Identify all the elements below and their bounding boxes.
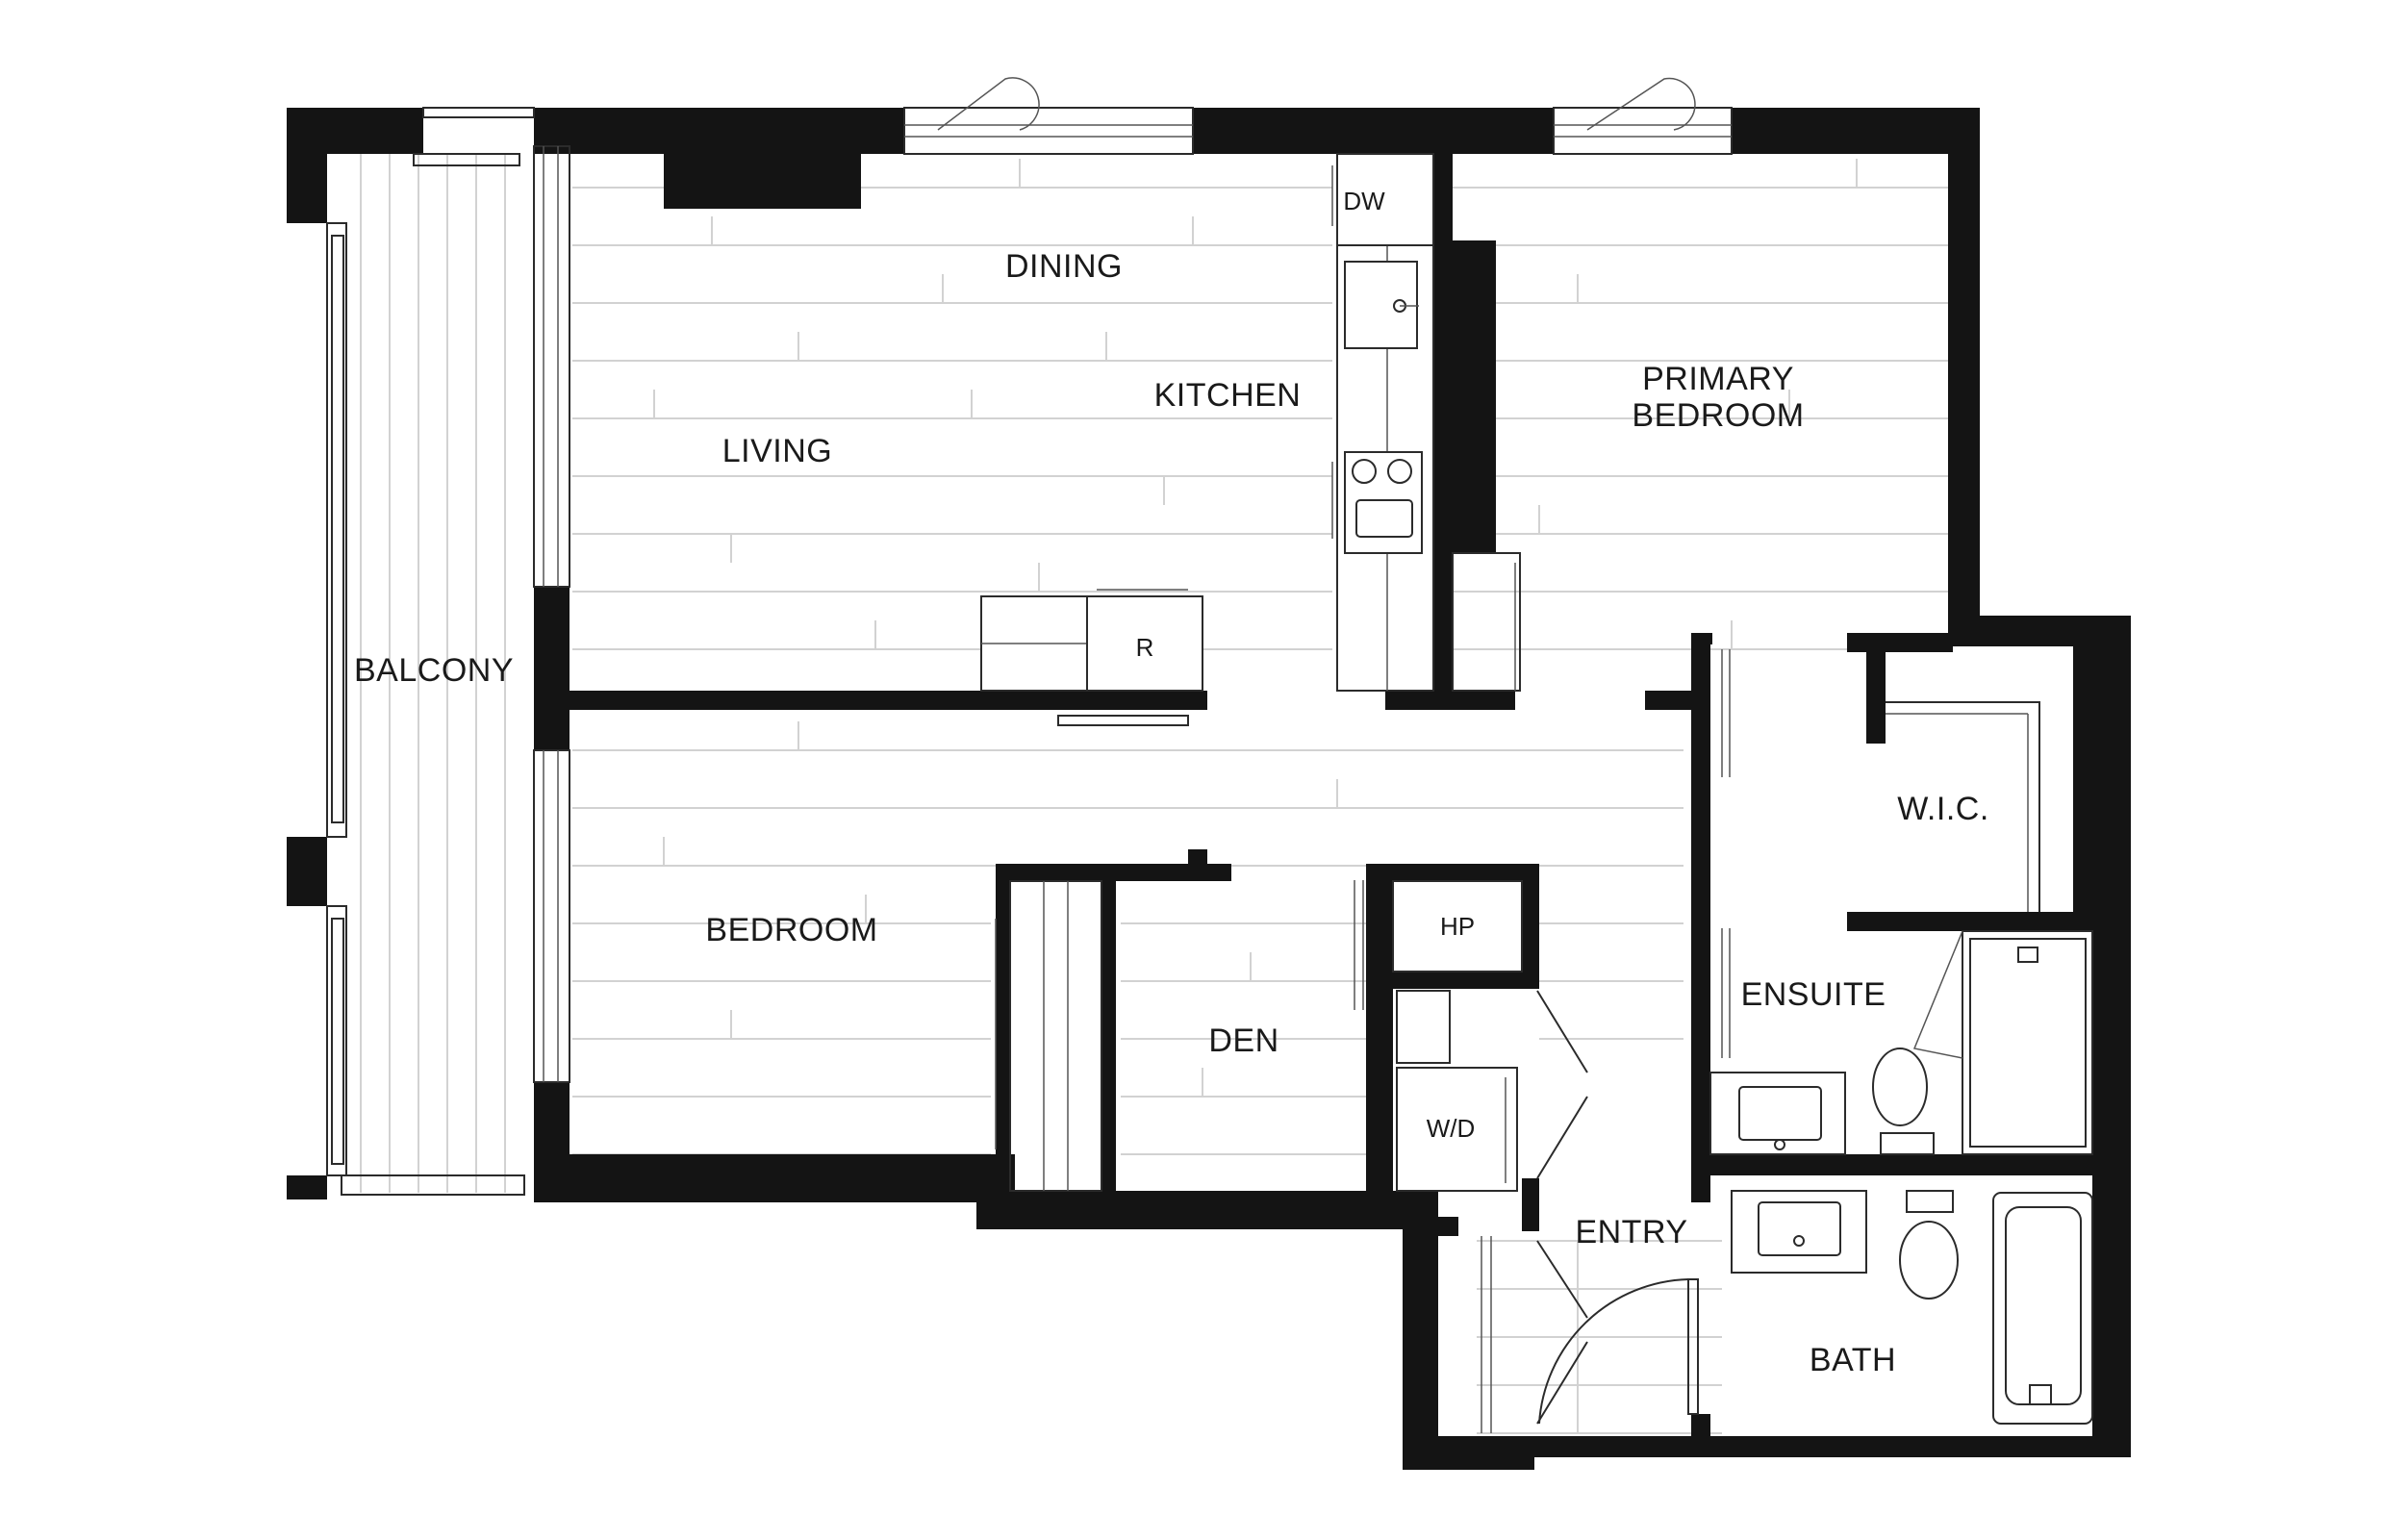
wall-right-lower [2092, 616, 2131, 1457]
balcony-rail [326, 153, 525, 1196]
wall-right-primary [1948, 108, 1980, 646]
wall-left-2 [287, 837, 327, 906]
wall-hp-top [1366, 864, 1539, 881]
wall-primary-left [1433, 154, 1453, 691]
wall-closet-right [1101, 881, 1116, 1191]
wall-wic-jamb [1866, 652, 1886, 744]
wall-hp-left [1366, 864, 1393, 1191]
floor-balcony [360, 154, 506, 1193]
wall-hp-bottom [1393, 972, 1539, 989]
refrigerator [1086, 595, 1203, 692]
window-dining [903, 107, 1194, 155]
label-kitchen: KITCHEN [1154, 377, 1302, 414]
label-bedroom: BEDROOM [705, 912, 877, 948]
heat-pump-label: HP [1440, 912, 1475, 941]
slider-bedroom [533, 749, 570, 1083]
ensuite-fixtures [1709, 930, 2093, 1155]
window-primary [1553, 107, 1733, 155]
washer-dryer-label: W/D [1427, 1114, 1476, 1143]
dishwasher [1336, 153, 1434, 246]
wall-wic-bottom [1847, 912, 2095, 931]
ensuite-toilet [1872, 1048, 1928, 1126]
heat-pump [1392, 880, 1523, 972]
walls [287, 108, 2131, 1470]
closets [995, 552, 2040, 1433]
label-wic: W.I.C. [1897, 791, 1989, 827]
windows [422, 77, 1733, 1083]
room-labels: BALCONY DINING KITCHEN LIVING PRIMARY BE… [354, 248, 1989, 1378]
wall-left-1 [287, 108, 327, 223]
entry-door [1538, 1278, 1689, 1425]
wall-top-mid-2 [1193, 108, 1554, 154]
wall-wic-left [1691, 633, 1710, 1157]
label-dining: DINING [1005, 248, 1123, 285]
wall-top-column [664, 108, 861, 209]
wic-shelving [1886, 701, 2040, 912]
dishwasher-label: DW [1343, 187, 1385, 215]
label-entry: ENTRY [1575, 1214, 1687, 1250]
label-living: LIVING [722, 433, 832, 469]
wall-entry-left [1403, 1217, 1438, 1470]
utility: HP W/D [1392, 880, 1523, 1192]
wall-living-left-mid [534, 587, 570, 750]
wall-living-left-top [534, 108, 570, 146]
wall-closet-left [996, 864, 1010, 1191]
wall-hall-stub [1645, 691, 1693, 710]
wall-bath-left [1691, 1154, 1710, 1202]
ensuite-vanity [1709, 1072, 1846, 1155]
window-swing-primary [1586, 77, 1696, 131]
label-primary-bedroom-2: BEDROOM [1632, 397, 1804, 434]
wall-bedroom-bottom [534, 1154, 1015, 1202]
wall-bottom-entry [1534, 1436, 1691, 1457]
wall-wic-right-side [2073, 633, 2095, 912]
washer-dryer [1396, 1067, 1518, 1192]
wall-wic-top-right [1847, 633, 1953, 652]
wall-hp-right [1522, 864, 1539, 989]
laundry-bifold-door [1536, 990, 1588, 1179]
bath-toilet [1899, 1221, 1959, 1300]
wall-bottom-bath [1691, 1436, 2131, 1457]
ensuite-shower [1962, 930, 2093, 1155]
wall-closet-top [996, 864, 1231, 881]
wall-top-right [1732, 108, 1980, 154]
wall-kitchen-end [1385, 691, 1515, 710]
bath-fixtures [1731, 1190, 2093, 1425]
wall-living-partition [534, 691, 1207, 710]
kitchen-counter: DW [1331, 153, 1434, 692]
wall-wd-right [1522, 1178, 1539, 1231]
floor-entry [1477, 1240, 1722, 1434]
wall-primary-closet [1453, 240, 1496, 553]
wall-closet-stub [1188, 849, 1207, 864]
window-top-balcony [422, 107, 535, 118]
bath-vanity [1731, 1190, 1867, 1274]
floor-living-dining [572, 159, 1332, 650]
slider-living [533, 145, 570, 588]
label-den: DEN [1208, 1022, 1278, 1059]
refrigerator-area: R [980, 589, 1203, 726]
label-ensuite: ENSUITE [1741, 976, 1886, 1013]
wall-den-bottom [976, 1191, 1438, 1229]
label-bath: BATH [1810, 1342, 1896, 1378]
label-balcony: BALCONY [354, 652, 514, 689]
bathtub [1992, 1192, 2093, 1425]
label-primary-bedroom-1: PRIMARY [1642, 361, 1794, 397]
wall-left-3 [287, 1175, 327, 1199]
refrigerator-label: R [1136, 633, 1154, 662]
window-swing-dining [937, 77, 1040, 131]
wall-wic-top [1691, 633, 1712, 644]
bedroom-closet [1009, 880, 1102, 1192]
wall-ensuite-bottom [1691, 1154, 2131, 1175]
